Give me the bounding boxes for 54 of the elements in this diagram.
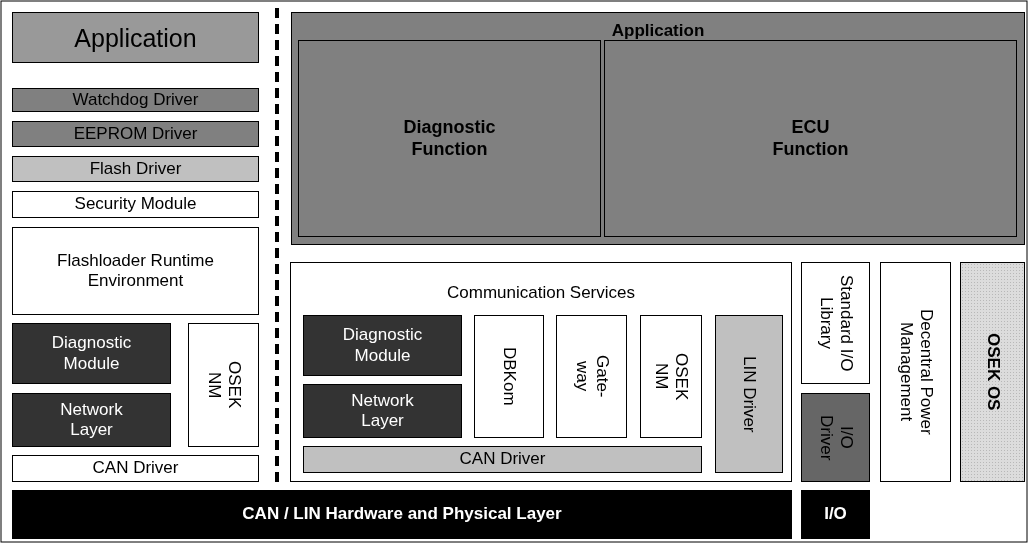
module-box [12, 393, 171, 447]
block-label: OSEK NM [203, 360, 244, 411]
hardware-layer [12, 490, 792, 539]
block-label: EEPROM Driver [73, 123, 198, 145]
block-label: Decentral Power Management [895, 308, 936, 437]
block-label: Standard I/O Library [815, 273, 856, 374]
block-label: Watchdog Driver [72, 89, 199, 111]
module-box [298, 40, 601, 237]
services-group [290, 262, 792, 482]
module-box [801, 393, 870, 482]
block-label: Diagnostic Module [341, 325, 424, 366]
block-label: Network Layer [59, 399, 124, 441]
block-label: I/O [824, 504, 847, 525]
module-box [12, 191, 259, 218]
module-box [303, 315, 462, 376]
module-box [801, 262, 870, 384]
application-box [12, 12, 259, 63]
block-label: I/O Driver [815, 413, 856, 463]
block-label: CAN / LIN Hardware and Physical Layer [242, 504, 562, 525]
module-box [474, 315, 544, 438]
module-box [12, 323, 171, 384]
block-label: OSEK OS [982, 333, 1003, 411]
module-box [604, 40, 1017, 237]
block-label: Security Module [74, 194, 197, 215]
module-box [303, 384, 462, 438]
module-box [12, 88, 259, 112]
block-label: DBKom [499, 347, 520, 406]
block-label: CAN Driver [459, 449, 546, 470]
module-box [12, 455, 259, 482]
module-box [640, 315, 702, 438]
module-box [12, 227, 259, 315]
os-box [960, 262, 1025, 482]
io-hardware-box [801, 490, 870, 539]
module-box [880, 262, 951, 482]
block-label: Communication Services [447, 283, 635, 304]
module-box [715, 315, 783, 473]
block-label: Network Layer [350, 390, 415, 432]
block-label: Application [74, 22, 197, 53]
module-box [12, 121, 259, 147]
block-label: Diagnostic Module [50, 333, 133, 374]
block-label: Flashloader Runtime Environment [56, 250, 215, 292]
block-label: LIN Driver [739, 355, 760, 433]
module-box [303, 446, 702, 473]
module-box [556, 315, 627, 438]
application-layer [291, 12, 1025, 245]
module-box [188, 323, 259, 447]
block-label: OSEK NM [651, 351, 692, 402]
block-label: Flash Driver [89, 158, 182, 180]
block-label: ECU Function [771, 116, 850, 161]
block-label: Gate- way [571, 354, 612, 400]
module-box [12, 156, 259, 182]
block-label: Application [611, 21, 705, 42]
block-label: Diagnostic Function [402, 116, 497, 161]
block-label: CAN Driver [92, 458, 179, 479]
